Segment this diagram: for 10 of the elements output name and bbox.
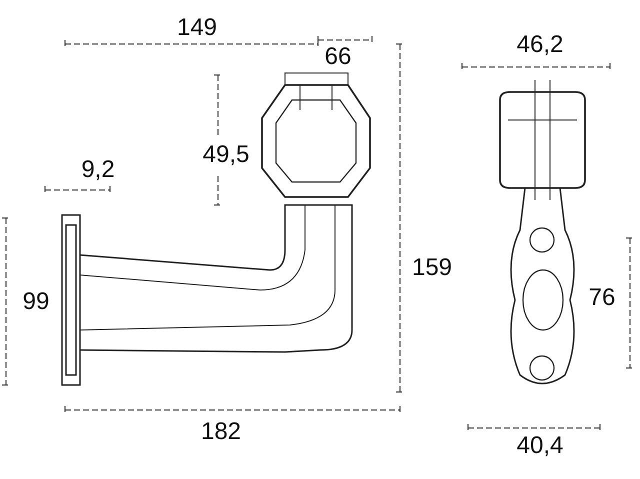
dimension-value: 149 — [176, 15, 218, 41]
dimension-value: 9,2 — [81, 157, 115, 183]
dimension-value: 46,2 — [516, 32, 564, 58]
dimension-value: 99 — [22, 289, 50, 315]
dimension-value: 159 — [412, 255, 452, 281]
dimension-value: 40,4 — [516, 433, 564, 459]
dimension-value: 182 — [200, 419, 242, 445]
dimension-value: 76 — [588, 285, 616, 311]
dimension-value: 66 — [324, 44, 352, 70]
dimension-value: 49,5 — [202, 142, 250, 168]
